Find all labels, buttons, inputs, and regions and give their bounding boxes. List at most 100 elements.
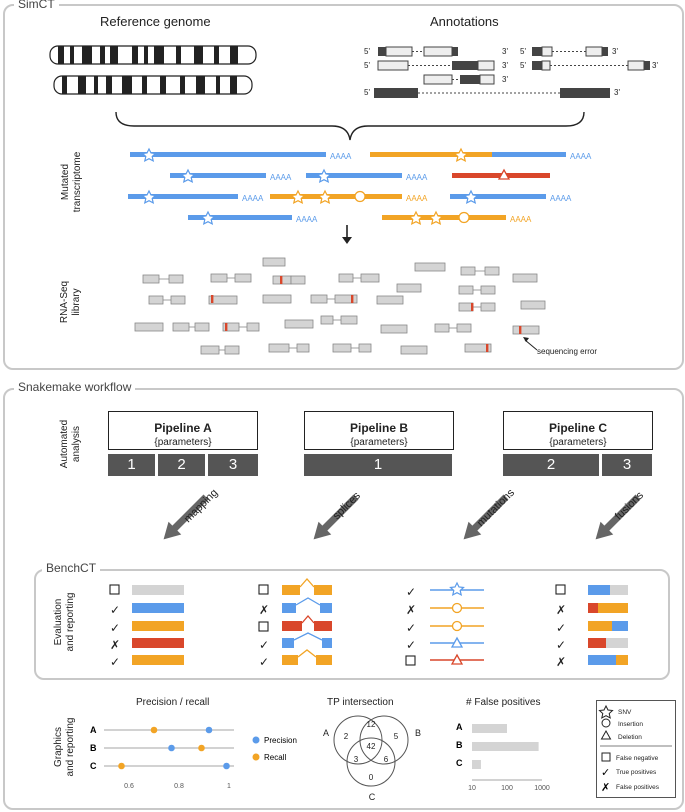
mutations-arrow xyxy=(463,494,509,540)
down-arrow-icon xyxy=(342,225,352,244)
benchct-title: BenchCT xyxy=(42,561,101,575)
svg-text:3': 3' xyxy=(502,75,508,84)
reference-genome-label: Reference genome xyxy=(100,14,211,29)
svg-text:✓: ✓ xyxy=(110,603,120,617)
annotations-diagram: 5'5'5' 3'3'3' 5'5' 3'3'3' xyxy=(364,46,658,98)
chromosome-2 xyxy=(53,75,253,95)
pr-row-label: B xyxy=(90,743,97,753)
legend-false-negative: False negative xyxy=(616,755,659,762)
svg-text:AAAA: AAAA xyxy=(296,215,318,224)
svg-text:5': 5' xyxy=(520,61,526,70)
pr-tick-label: 1 xyxy=(227,783,231,790)
venn-abc: 42 xyxy=(367,742,376,751)
workflow-arrows xyxy=(163,494,641,540)
svg-text:AAAA: AAAA xyxy=(330,152,352,161)
venn-set-c: C xyxy=(369,792,376,802)
svg-text:AAAA: AAAA xyxy=(510,215,532,224)
svg-text:5': 5' xyxy=(364,88,370,97)
rnaseq-reads xyxy=(134,257,546,355)
recall-point xyxy=(150,726,158,734)
pipeline-b-name: Pipeline B xyxy=(349,421,408,435)
svg-text:✗: ✗ xyxy=(259,603,269,617)
venn-set-a: A xyxy=(323,728,329,738)
venn-set-b: B xyxy=(415,728,421,738)
svg-text:✓: ✓ xyxy=(259,655,269,669)
automated-analysis-label: Automated analysis xyxy=(59,419,82,469)
fp-bar xyxy=(472,742,539,751)
snakemake-panel xyxy=(3,388,684,810)
pr-row-label: C xyxy=(90,761,97,771)
venn-c-only: 0 xyxy=(369,773,374,782)
precision-recall-title: Precision / recall xyxy=(136,697,210,708)
mutated-transcriptome: AAAA AAAA AAAA AAAA AAAA AAAA AAAA AAAA … xyxy=(128,147,592,226)
deletion-icon xyxy=(600,729,612,740)
svg-text:5': 5' xyxy=(520,47,526,56)
svg-text:3': 3' xyxy=(652,61,658,70)
svg-text:AAAA: AAAA xyxy=(406,194,428,203)
snv-icon xyxy=(598,704,614,719)
svg-text:✓: ✓ xyxy=(556,638,566,652)
false-positive-icon: ✗ xyxy=(601,782,610,794)
legend-snv: SNV xyxy=(618,709,632,716)
rnaseq-label: RNA-Seq library xyxy=(59,280,82,324)
legend-precision-dot xyxy=(252,736,260,744)
fp-tick-label: 10 xyxy=(468,785,476,792)
simct-title: SimCT xyxy=(14,0,59,11)
false-positives-title: # False positives xyxy=(466,697,541,708)
splices-arrow xyxy=(313,494,359,540)
pipeline-c-params: {parameters} xyxy=(549,437,607,448)
annotations-label: Annotations xyxy=(430,14,499,29)
legend-deletion: Deletion xyxy=(618,734,642,741)
fp-tick-label: 1000 xyxy=(534,785,550,792)
mapping-arrow xyxy=(163,494,209,540)
chromosomes xyxy=(49,45,257,95)
pipeline-a-step-3: 3 xyxy=(208,454,258,476)
svg-text:3': 3' xyxy=(612,47,618,56)
fp-row-label: C xyxy=(456,758,463,768)
svg-text:3': 3' xyxy=(502,61,508,70)
svg-text:AAAA: AAAA xyxy=(550,194,572,203)
brace xyxy=(115,111,585,141)
svg-text:AAAA: AAAA xyxy=(570,152,592,161)
venn-ab: 12 xyxy=(367,720,376,729)
fp-bar xyxy=(472,760,481,769)
fp-bar xyxy=(472,724,507,733)
false-negative-icon xyxy=(601,752,611,762)
svg-text:3': 3' xyxy=(614,88,620,97)
svg-text:✓: ✓ xyxy=(406,585,416,599)
legend-insertion: Insertion xyxy=(618,721,643,728)
evaluation-label: Evaluation and reporting xyxy=(53,592,76,652)
pipeline-b-step-1: 1 xyxy=(304,454,452,476)
graphics-label: Graphics and reporting xyxy=(53,717,76,777)
fp-tick-label: 100 xyxy=(501,785,513,792)
benchct-panel xyxy=(34,569,670,680)
pipeline-a-params: {parameters} xyxy=(154,437,212,448)
precision-point xyxy=(223,762,230,770)
svg-text:✓: ✓ xyxy=(406,621,416,635)
svg-text:✗: ✗ xyxy=(556,655,566,669)
legend-false-positives: False positives xyxy=(616,784,660,791)
fp-row-label: B xyxy=(456,740,463,750)
venn-ac: 3 xyxy=(354,755,359,764)
svg-text:3': 3' xyxy=(502,47,508,56)
pipeline-b-box: Pipeline B {parameters} xyxy=(304,411,454,450)
legend-box xyxy=(596,700,676,798)
venn-bc: 6 xyxy=(384,755,389,764)
legend-recall-dot xyxy=(252,753,260,761)
pipeline-a-step-1: 1 xyxy=(108,454,155,476)
svg-text:5': 5' xyxy=(364,47,370,56)
svg-text:✓: ✓ xyxy=(110,655,120,669)
sequencing-error-label: sequencing error xyxy=(537,347,598,356)
svg-text:✗: ✗ xyxy=(556,603,566,617)
chromosome-1 xyxy=(49,45,257,65)
svg-text:✗: ✗ xyxy=(406,603,416,617)
mutated-transcriptome-label: Mutated transcriptome xyxy=(60,151,83,213)
true-positive-icon: ✓ xyxy=(601,767,610,779)
legend-true-positives: True positives xyxy=(616,769,657,776)
simct-panel xyxy=(3,4,684,370)
legend-precision: Precision xyxy=(264,736,297,745)
precision-point xyxy=(168,744,175,752)
evaluation-matrix: ✓ ✓ ✗ ✓ ✗ ✓ ✓ ✓ ✗ ✓ ✓ ✗ ✓ ✓ ✗ xyxy=(109,578,628,669)
